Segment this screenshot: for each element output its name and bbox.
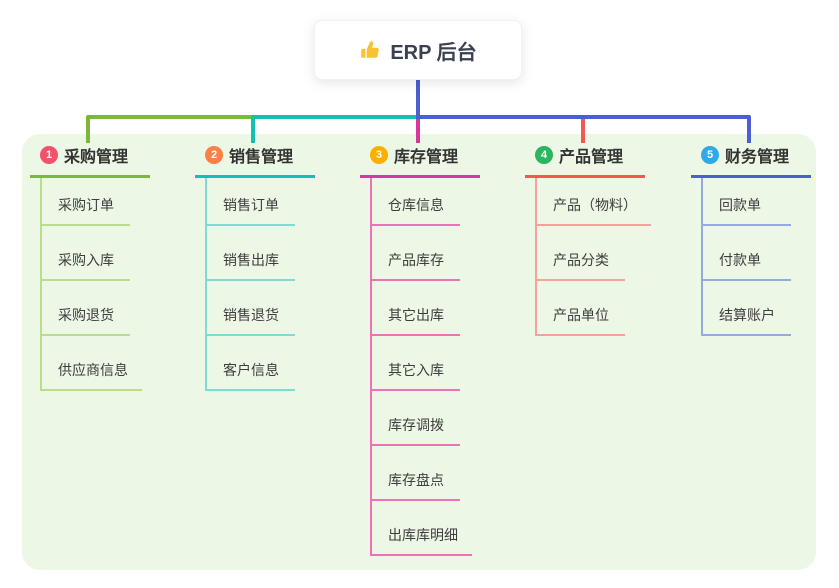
- child-node[interactable]: 出库库明细: [372, 501, 472, 556]
- root-node[interactable]: ERP 后台: [314, 20, 522, 80]
- child-node[interactable]: 产品单位: [537, 281, 625, 336]
- branch-column-3: 3 库存管理仓库信息产品库存其它出库其它入库库存调拨库存盘点出库库明细: [360, 143, 480, 556]
- child-node[interactable]: 销售订单: [207, 178, 295, 226]
- branch-number-badge: 1: [40, 146, 58, 164]
- branch-column-1: 1 采购管理采购订单采购入库采购退货供应商信息: [30, 143, 150, 391]
- branch-column-2: 2 销售管理销售订单销售出库销售退货客户信息: [195, 143, 315, 391]
- child-node[interactable]: 采购退货: [42, 281, 130, 336]
- child-node[interactable]: 其它入库: [372, 336, 460, 391]
- branch-children: 仓库信息产品库存其它出库其它入库库存调拨库存盘点出库库明细: [370, 178, 480, 556]
- branch-node[interactable]: 2 销售管理: [195, 143, 315, 178]
- child-node[interactable]: 销售退货: [207, 281, 295, 336]
- branch-label: 产品管理: [559, 149, 624, 166]
- branch-label: 财务管理: [725, 149, 790, 166]
- branch-node[interactable]: 1 采购管理: [30, 143, 150, 178]
- branch-number-badge: 5: [701, 146, 719, 164]
- child-node[interactable]: 采购订单: [42, 178, 130, 226]
- branches-panel: [22, 134, 816, 570]
- branch-children: 产品（物料）产品分类产品单位: [535, 178, 651, 336]
- branch-node[interactable]: 4 产品管理: [525, 143, 645, 178]
- child-node[interactable]: 客户信息: [207, 336, 295, 391]
- branch-node[interactable]: 5 财务管理: [691, 143, 811, 178]
- child-node[interactable]: 供应商信息: [42, 336, 142, 391]
- child-node[interactable]: 库存调拨: [372, 391, 460, 446]
- child-node[interactable]: 产品分类: [537, 226, 625, 281]
- thumbs-up-icon: [359, 39, 381, 61]
- branch-children: 回款单付款单结算账户: [701, 178, 811, 336]
- root-title: ERP 后台: [390, 41, 477, 64]
- branch-children: 采购订单采购入库采购退货供应商信息: [40, 178, 150, 391]
- child-node[interactable]: 付款单: [703, 226, 791, 281]
- child-node[interactable]: 其它出库: [372, 281, 460, 336]
- branch-label: 采购管理: [64, 149, 129, 166]
- child-node[interactable]: 销售出库: [207, 226, 295, 281]
- branch-column-5: 5 财务管理回款单付款单结算账户: [691, 143, 811, 336]
- branch-number-badge: 4: [535, 146, 553, 164]
- branch-number-badge: 3: [370, 146, 388, 164]
- branch-node[interactable]: 3 库存管理: [360, 143, 480, 178]
- child-node[interactable]: 回款单: [703, 178, 791, 226]
- branch-label: 销售管理: [229, 149, 294, 166]
- child-node[interactable]: 采购入库: [42, 226, 130, 281]
- branch-label: 库存管理: [394, 149, 459, 166]
- child-node[interactable]: 仓库信息: [372, 178, 460, 226]
- child-node[interactable]: 结算账户: [703, 281, 791, 336]
- child-node[interactable]: 产品（物料）: [537, 178, 651, 226]
- child-node[interactable]: 库存盘点: [372, 446, 460, 501]
- branch-number-badge: 2: [205, 146, 223, 164]
- branch-children: 销售订单销售出库销售退货客户信息: [205, 178, 315, 391]
- child-node[interactable]: 产品库存: [372, 226, 460, 281]
- branch-column-4: 4 产品管理产品（物料）产品分类产品单位: [525, 143, 651, 336]
